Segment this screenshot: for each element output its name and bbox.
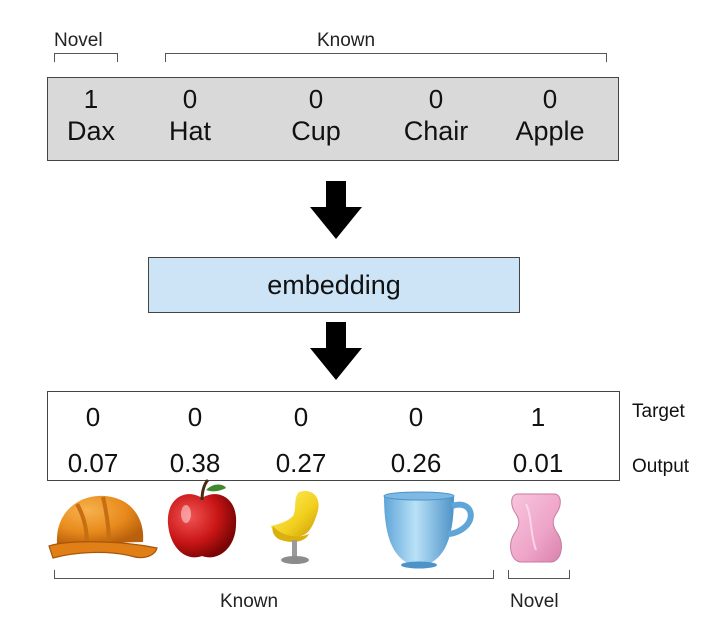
output-box: 0 0 0 0 1 0.07 0.38 0.27 0.26 0.01 [47, 391, 620, 481]
output-value: 0.27 [275, 448, 327, 478]
input-word-box: 1 Dax 0 Hat 0 Cup 0 Chair 0 Apple [47, 77, 619, 161]
bottom-novel-bracket [508, 570, 570, 579]
word-column-hat: 0 Hat [135, 84, 245, 148]
word-label: Hat [168, 116, 212, 146]
dax-novel-object-icon [510, 493, 562, 563]
word-column-chair: 0 Chair [381, 84, 491, 148]
word-column-apple: 0 Apple [495, 84, 605, 148]
hard-hat-icon [48, 495, 158, 559]
output-value: 0.38 [169, 448, 221, 478]
down-arrow-icon [310, 181, 362, 239]
target-row-label: Target [632, 401, 685, 422]
cup-icon [383, 491, 474, 569]
word-label: Chair [403, 116, 469, 146]
word-label: Dax [66, 116, 115, 146]
bottom-known-bracket [54, 570, 494, 579]
top-known-label: Known [317, 30, 376, 51]
word-value: 0 [308, 84, 324, 114]
output-row-label: Output [632, 456, 690, 477]
target-value: 0 [293, 402, 309, 432]
word-value: 0 [182, 84, 198, 114]
target-value: 0 [187, 402, 203, 432]
word-column-cup: 0 Cup [261, 84, 371, 148]
bottom-novel-label: Novel [510, 591, 559, 612]
word-label: Apple [515, 116, 585, 146]
target-value: 0 [408, 402, 424, 432]
embedding-label: embedding [267, 269, 401, 300]
target-value: 1 [530, 402, 546, 432]
word-value: 1 [83, 84, 99, 114]
word-value: 0 [428, 84, 444, 114]
target-value: 0 [85, 402, 101, 432]
output-value: 0.01 [512, 448, 564, 478]
word-column-dax: 1 Dax [36, 84, 146, 148]
bottom-known-label: Known [220, 591, 279, 612]
top-novel-bracket [54, 53, 118, 62]
apple-icon [167, 478, 237, 558]
word-value: 0 [542, 84, 558, 114]
top-known-bracket [165, 53, 607, 62]
output-value: 0.07 [67, 448, 119, 478]
down-arrow-icon [310, 322, 362, 380]
chair-icon [271, 490, 319, 564]
embedding-box: embedding [148, 257, 520, 313]
output-value: 0.26 [390, 448, 442, 478]
top-novel-label: Novel [54, 30, 103, 51]
word-label: Cup [291, 116, 341, 146]
